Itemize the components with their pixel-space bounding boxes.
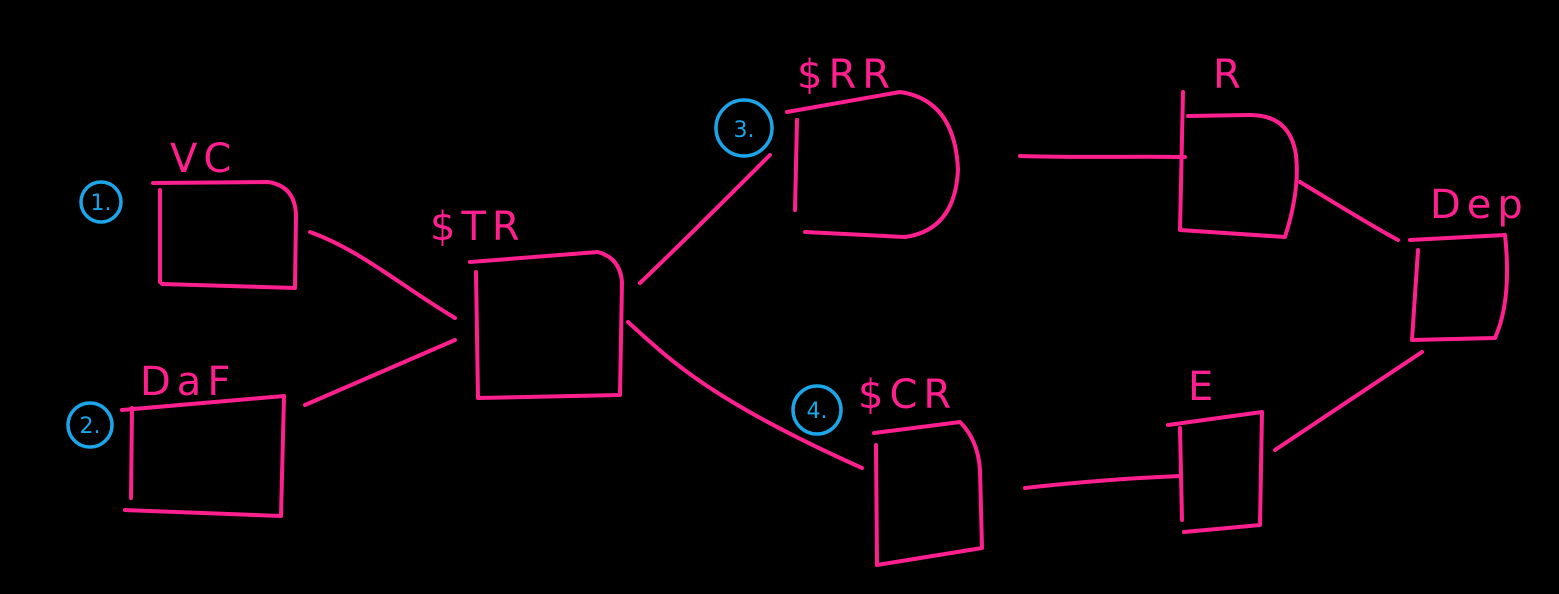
connector-scr-to-e: [1023, 474, 1182, 490]
connector-r-to-dep: [1298, 180, 1400, 242]
srr-box: [785, 90, 960, 239]
srr-badge: 3.: [734, 118, 755, 143]
node-r: R: [1178, 52, 1299, 239]
r-box: [1178, 90, 1299, 239]
e-label: E: [1188, 364, 1219, 410]
vc-badge-circle: [79, 180, 123, 224]
node-scr: $CR 4.: [791, 372, 984, 567]
connector-vc-to-str: [308, 230, 457, 320]
vc-badge: 1.: [91, 191, 112, 216]
dep-box: [1408, 233, 1510, 342]
vc-label: VC: [170, 136, 237, 182]
connectors: [303, 153, 1424, 490]
srr-badge-circle: [714, 98, 774, 158]
node-e: E: [1166, 364, 1264, 534]
scr-box: [872, 420, 984, 567]
scr-badge: 4.: [807, 399, 828, 424]
str-box: [468, 250, 624, 400]
srr-label: $RR: [797, 52, 896, 98]
node-srr: $RR 3.: [714, 52, 960, 239]
node-dep: Dep: [1408, 182, 1529, 342]
e-box: [1166, 410, 1264, 534]
connector-e-to-dep: [1273, 350, 1424, 452]
connector-daf-to-str: [303, 338, 457, 407]
connector-str-to-scr: [626, 320, 864, 470]
connector-srr-to-r: [1018, 154, 1187, 159]
dep-label: Dep: [1430, 182, 1529, 228]
scr-badge-circle: [791, 384, 843, 436]
node-daf: DaF 2.: [66, 359, 286, 518]
vc-box: [151, 180, 298, 290]
str-label: $TR: [430, 204, 526, 250]
node-vc: VC 1.: [79, 136, 298, 290]
r-label: R: [1213, 52, 1247, 98]
daf-box: [120, 394, 286, 518]
node-str: $TR: [430, 204, 624, 400]
daf-badge: 2.: [80, 414, 101, 439]
daf-badge-circle: [66, 401, 114, 449]
connector-str-to-srr: [638, 153, 772, 285]
scr-label: $CR: [858, 372, 957, 418]
daf-label: DaF: [140, 359, 236, 405]
